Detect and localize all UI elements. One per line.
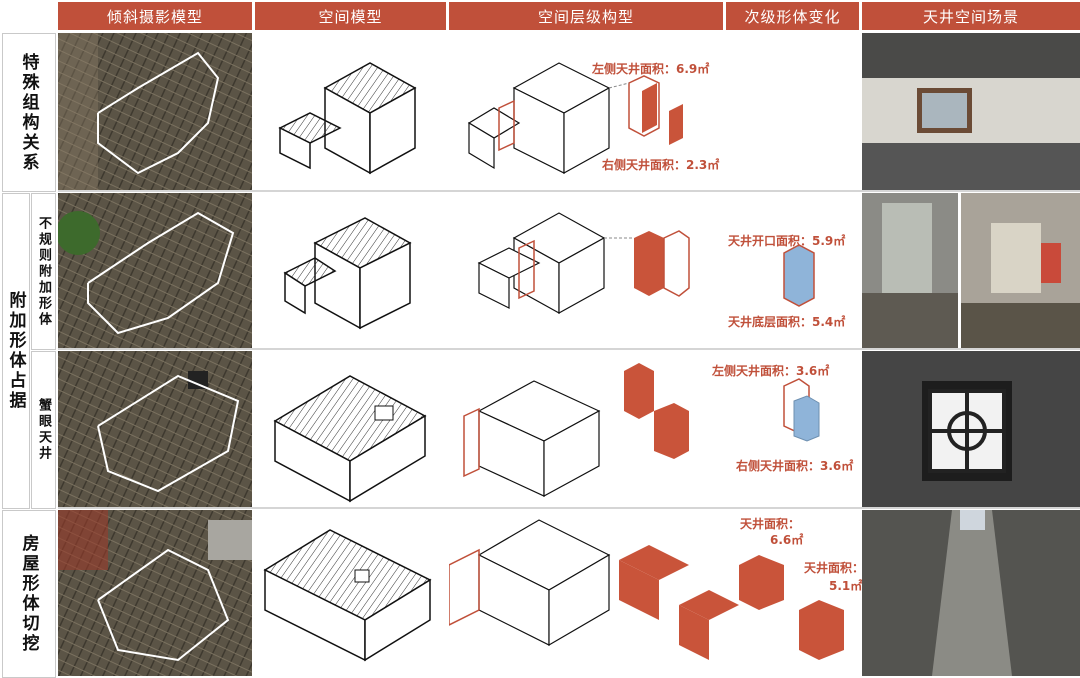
courtyard-photo-1 <box>862 33 1080 190</box>
hierarchy-diagram-1 <box>449 33 859 190</box>
row-label-2: 不规则附加形体 <box>31 193 56 350</box>
aerial-photo-4 <box>58 510 252 676</box>
area-label-r1-left: 左侧天井面积：6.9㎡ <box>592 62 710 76</box>
hierarchy-diagram-4 <box>449 510 859 676</box>
header-oblique: 倾斜摄影模型 <box>58 2 252 30</box>
area-label-r2-open: 天井开口面积：5.9㎡ <box>728 234 846 248</box>
area-label-r3-right: 右侧天井面积：3.6㎡ <box>736 459 854 473</box>
area-label-r4-b-line1: 天井面积： <box>804 561 865 575</box>
row-label-1: 特殊组构关系 <box>2 33 56 192</box>
space-model-3 <box>255 351 446 507</box>
area-label-r1-right: 右侧天井面积：2.3㎡ <box>602 158 720 172</box>
area-label-r2-bottom: 天井底层面积：5.4㎡ <box>728 315 846 329</box>
courtyard-photo-2b <box>961 193 1080 348</box>
area-label-r3-left: 左侧天井面积：3.6㎡ <box>712 364 830 378</box>
aerial-photo-2 <box>58 193 252 348</box>
courtyard-photo-3 <box>862 351 1080 507</box>
courtyard-photo-4 <box>862 510 1080 676</box>
aerial-photo-3 <box>58 351 252 507</box>
header-courtyard: 天井空间场景 <box>862 2 1080 30</box>
area-label-r4-a-line2: 6.6㎡ <box>770 533 804 547</box>
area-label-r4-a-line1: 天井面积： <box>740 517 801 531</box>
row-divider <box>58 190 1080 192</box>
hierarchy-diagram-2 <box>449 193 859 348</box>
aerial-photo-1 <box>58 33 252 190</box>
row-label-group-2: 附加形体占据 <box>2 193 30 509</box>
area-label-r4-b-line2: 5.1㎡ <box>829 579 863 593</box>
space-model-1 <box>255 33 446 190</box>
courtyard-photo-2a <box>862 193 958 348</box>
row-divider <box>58 507 1080 509</box>
header-secondary: 次级形体变化 <box>726 2 859 30</box>
header-space-model: 空间模型 <box>255 2 446 30</box>
space-model-4 <box>255 510 446 676</box>
space-model-2 <box>255 193 446 348</box>
row-label-4: 房屋形体切挖 <box>2 510 56 678</box>
hierarchy-diagram-3 <box>449 351 859 507</box>
row-label-3: 蟹眼天井 <box>31 351 56 509</box>
header-hierarchy: 空间层级构型 <box>449 2 723 30</box>
row-divider <box>58 348 1080 350</box>
